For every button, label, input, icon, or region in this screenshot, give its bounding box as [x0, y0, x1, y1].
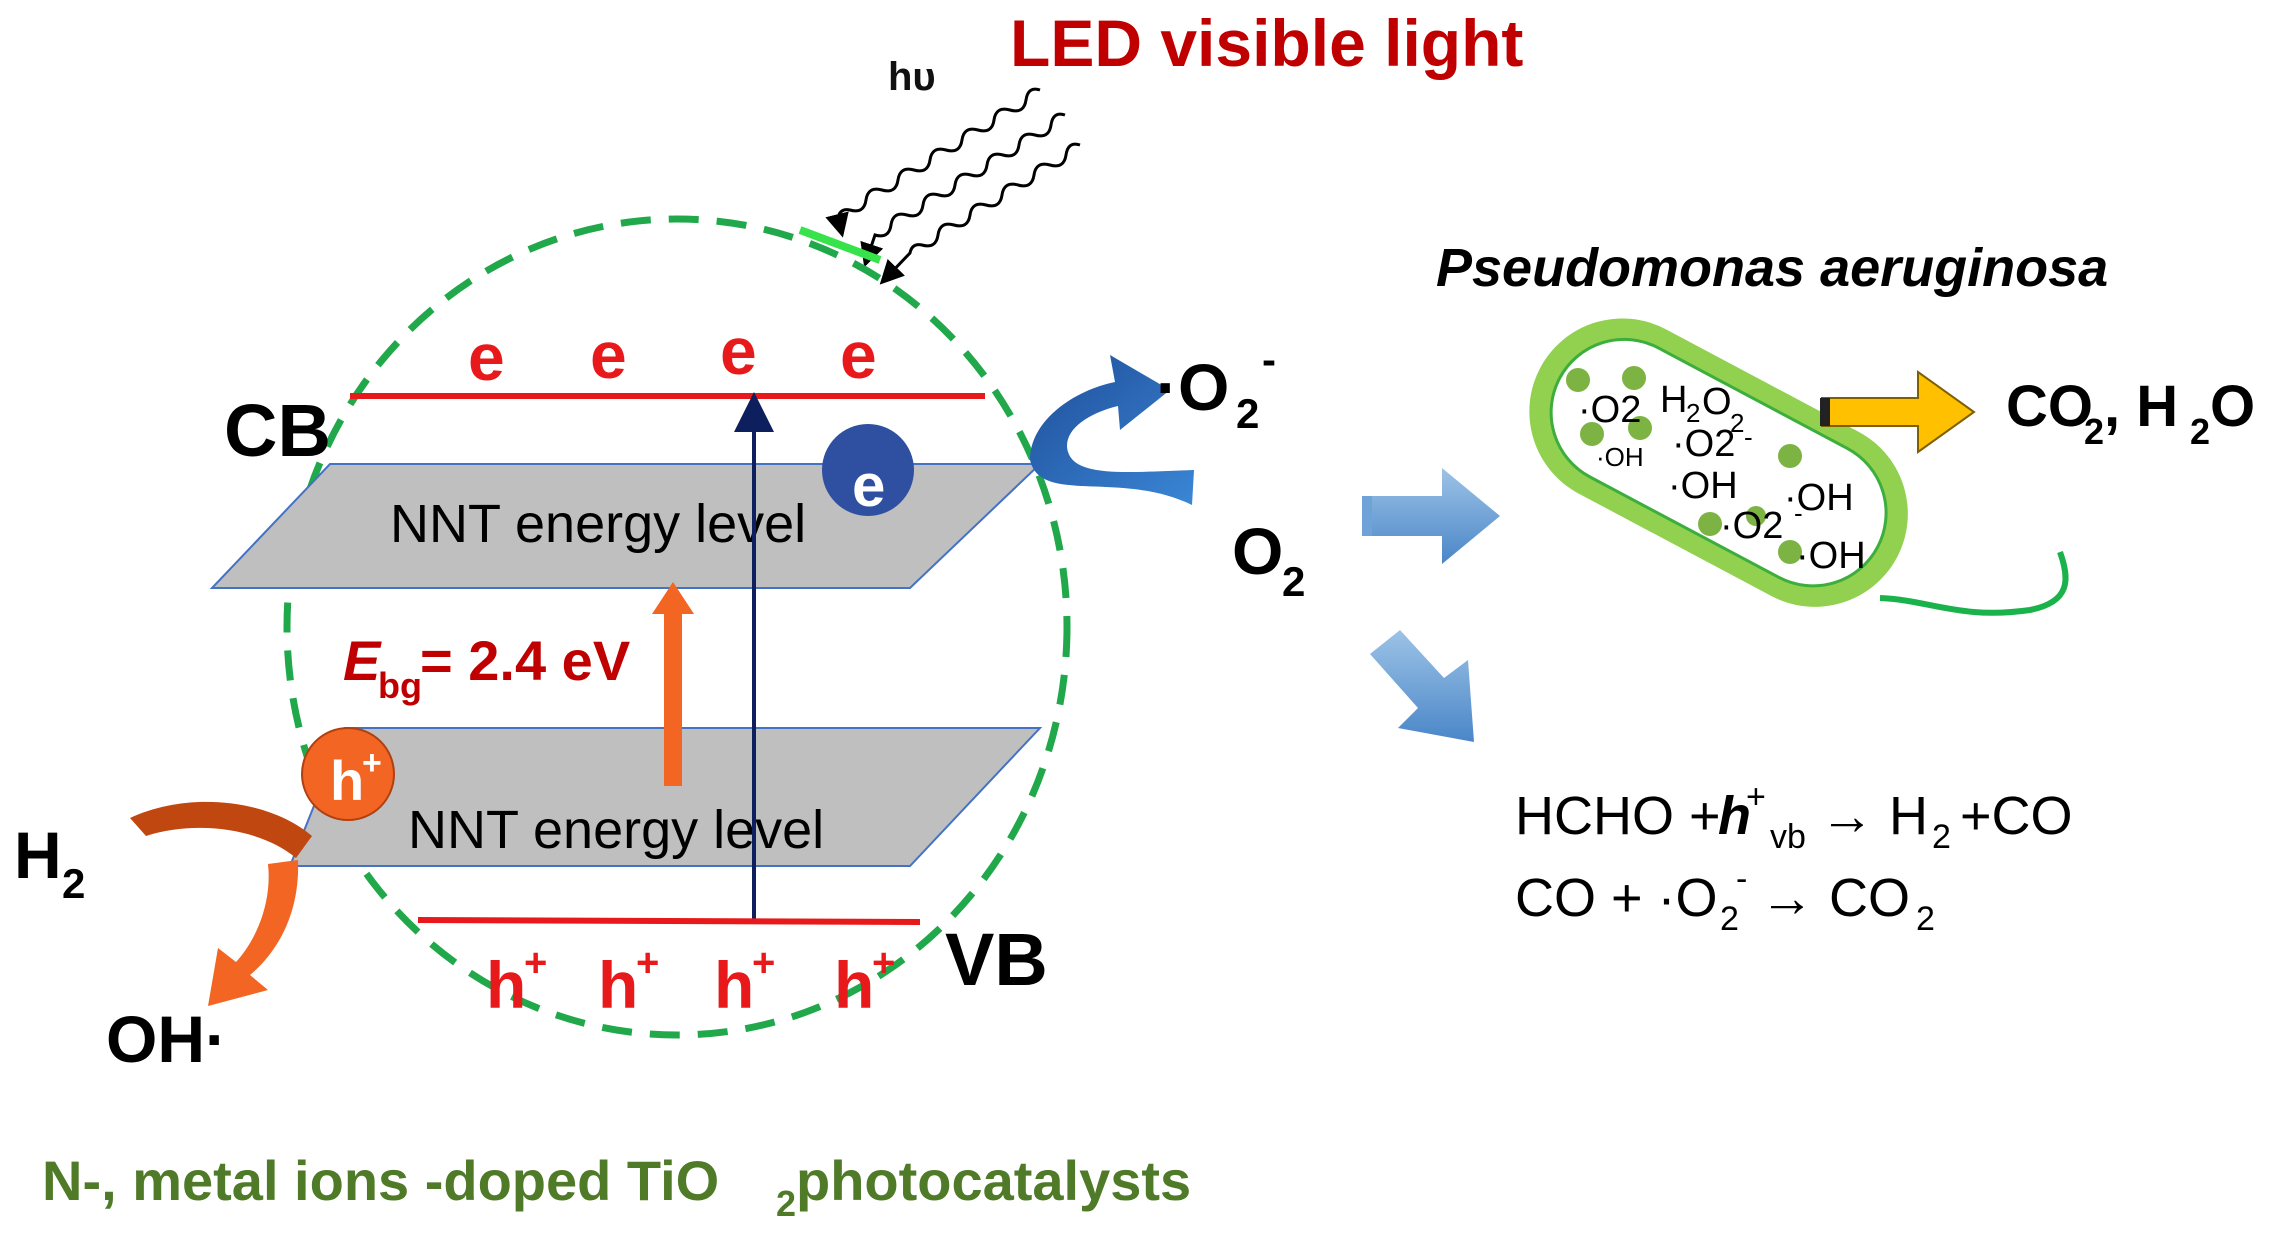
svg-text:·O: ·O [1156, 350, 1229, 424]
lower-nnt-level-plane [288, 727, 1043, 867]
degradation-products: CO 2 , H 2 O [2006, 374, 2255, 452]
svg-text:-: - [1744, 422, 1753, 452]
svg-text:2: 2 [2084, 411, 2104, 452]
svg-text:·OH: ·OH [1596, 442, 1644, 472]
svg-text:-: - [1262, 336, 1276, 383]
trapped-electron-icon [822, 424, 914, 516]
svg-text:-: - [1794, 498, 1803, 528]
svg-text:2: 2 [2190, 411, 2210, 452]
electron-2: e [590, 318, 627, 392]
bacterium-flagellum [1879, 550, 2069, 616]
reduction-curved-arrow [1030, 355, 1194, 505]
svg-text:h: h [598, 948, 638, 1022]
vb-label: VB [945, 918, 1048, 1001]
svg-text:O: O [1232, 514, 1283, 588]
svg-text:→ CO: → CO [1760, 868, 1910, 928]
svg-text:-: - [1736, 860, 1747, 898]
trapped-electron-label: e [852, 452, 885, 519]
svg-text:O: O [1702, 381, 1732, 423]
svg-text:h: h [486, 948, 526, 1022]
trapped-hole-icon [301, 727, 395, 821]
svg-text:CO: CO [2006, 374, 2093, 439]
svg-text:2: 2 [1916, 900, 1935, 938]
svg-text:E: E [343, 629, 382, 692]
svg-text:bg: bg [378, 665, 422, 706]
svg-text:+: + [524, 941, 547, 985]
block-arrow-to-reactions [1370, 630, 1474, 742]
svg-text:+CO: +CO [1960, 786, 2073, 846]
bacterium-name: Pseudomonas aeruginosa [1436, 238, 2108, 298]
svg-text:N-, metal ions -doped TiO: N-, metal ions -doped TiO [42, 1149, 719, 1212]
electron-4: e [840, 318, 877, 392]
reaction-2: CO + ·O 2 - → CO 2 [1515, 860, 1935, 938]
cb-label: CB [224, 389, 331, 472]
bacterium-granules [1566, 366, 1802, 564]
hydrogen-label: H 2 [14, 818, 85, 907]
svg-text:2: 2 [62, 860, 85, 907]
trapped-hole-base: h [330, 749, 364, 812]
svg-text:, H: , H [2104, 374, 2178, 439]
svg-text:+: + [1746, 778, 1766, 816]
block-arrow-to-bacterium [1362, 468, 1500, 564]
svg-text:H: H [14, 818, 62, 892]
bacterium-cell [1529, 318, 1908, 607]
svg-text:·OH: ·OH [1668, 465, 1738, 507]
svg-text:h: h [834, 948, 874, 1022]
upper-nnt-level-label: NNT energy level [390, 494, 806, 554]
superoxide-label: ·O 2 - [1156, 336, 1276, 437]
lower-nnt-level-label: NNT energy level [408, 800, 824, 860]
light-source-label: LED visible light [1010, 6, 1523, 80]
svg-text:= 2.4 eV: = 2.4 eV [420, 629, 630, 692]
bandgap-label: E bg = 2.4 eV [343, 629, 630, 706]
svg-text:2: 2 [776, 1183, 796, 1224]
oxygen-label: O 2 [1232, 514, 1305, 605]
svg-text:O: O [2210, 374, 2255, 439]
hydroxyl-label: OH· [106, 1002, 227, 1076]
svg-text:vb: vb [1770, 818, 1806, 856]
light-rays-icon [825, 87, 1081, 285]
valence-band-line [417, 917, 921, 925]
svg-text:2: 2 [1730, 408, 1744, 438]
svg-text:2: 2 [1282, 558, 1305, 605]
svg-text:·OH: ·OH [1796, 535, 1866, 577]
svg-text:·OH: ·OH [1784, 477, 1854, 519]
oxidation-curved-arrow-tail [208, 860, 299, 1006]
svg-text:2: 2 [1686, 398, 1700, 428]
trapped-hole-sup: + [362, 744, 382, 782]
light-entry-highlight [798, 226, 882, 264]
svg-text:2: 2 [1932, 818, 1951, 856]
photon-label: hυ [888, 55, 936, 99]
reaction-1: HCHO + h + vb → H 2 +CO [1515, 778, 2073, 856]
svg-text:2: 2 [1720, 900, 1739, 938]
degradation-arrow [1820, 370, 1976, 454]
bacterium-inner-species: ·O2 H 2 O 2 ·O2 - ·OH ·OH ·O2 - ·OH ·OH [1578, 379, 1866, 577]
caption: N-, metal ions -doped TiO 2 photocatalys… [42, 1149, 1191, 1224]
svg-text:+: + [636, 941, 659, 985]
electron-1: e [468, 320, 505, 394]
svg-text:+: + [752, 941, 775, 985]
particle-boundary [283, 215, 1071, 1039]
svg-text:HCHO +: HCHO + [1515, 786, 1721, 846]
oxidation-curved-arrow [130, 801, 312, 858]
electron-3: e [720, 314, 757, 388]
svg-text:h: h [714, 948, 754, 1022]
svg-text:·O2: ·O2 [1672, 423, 1735, 465]
svg-text:→ H: → H [1820, 786, 1928, 846]
svg-text:·O2: ·O2 [1578, 389, 1641, 431]
svg-text:2: 2 [1236, 390, 1259, 437]
svg-text:h: h [1718, 786, 1751, 846]
valence-holes: h + h + h + h + [486, 941, 895, 1022]
svg-text:CO + ·O: CO + ·O [1515, 868, 1718, 928]
svg-text:H: H [1660, 379, 1687, 421]
svg-text:·O2: ·O2 [1720, 505, 1783, 547]
bandgap-arrow [652, 582, 694, 786]
svg-text:+: + [872, 941, 895, 985]
svg-text:photocatalysts: photocatalysts [796, 1149, 1191, 1212]
